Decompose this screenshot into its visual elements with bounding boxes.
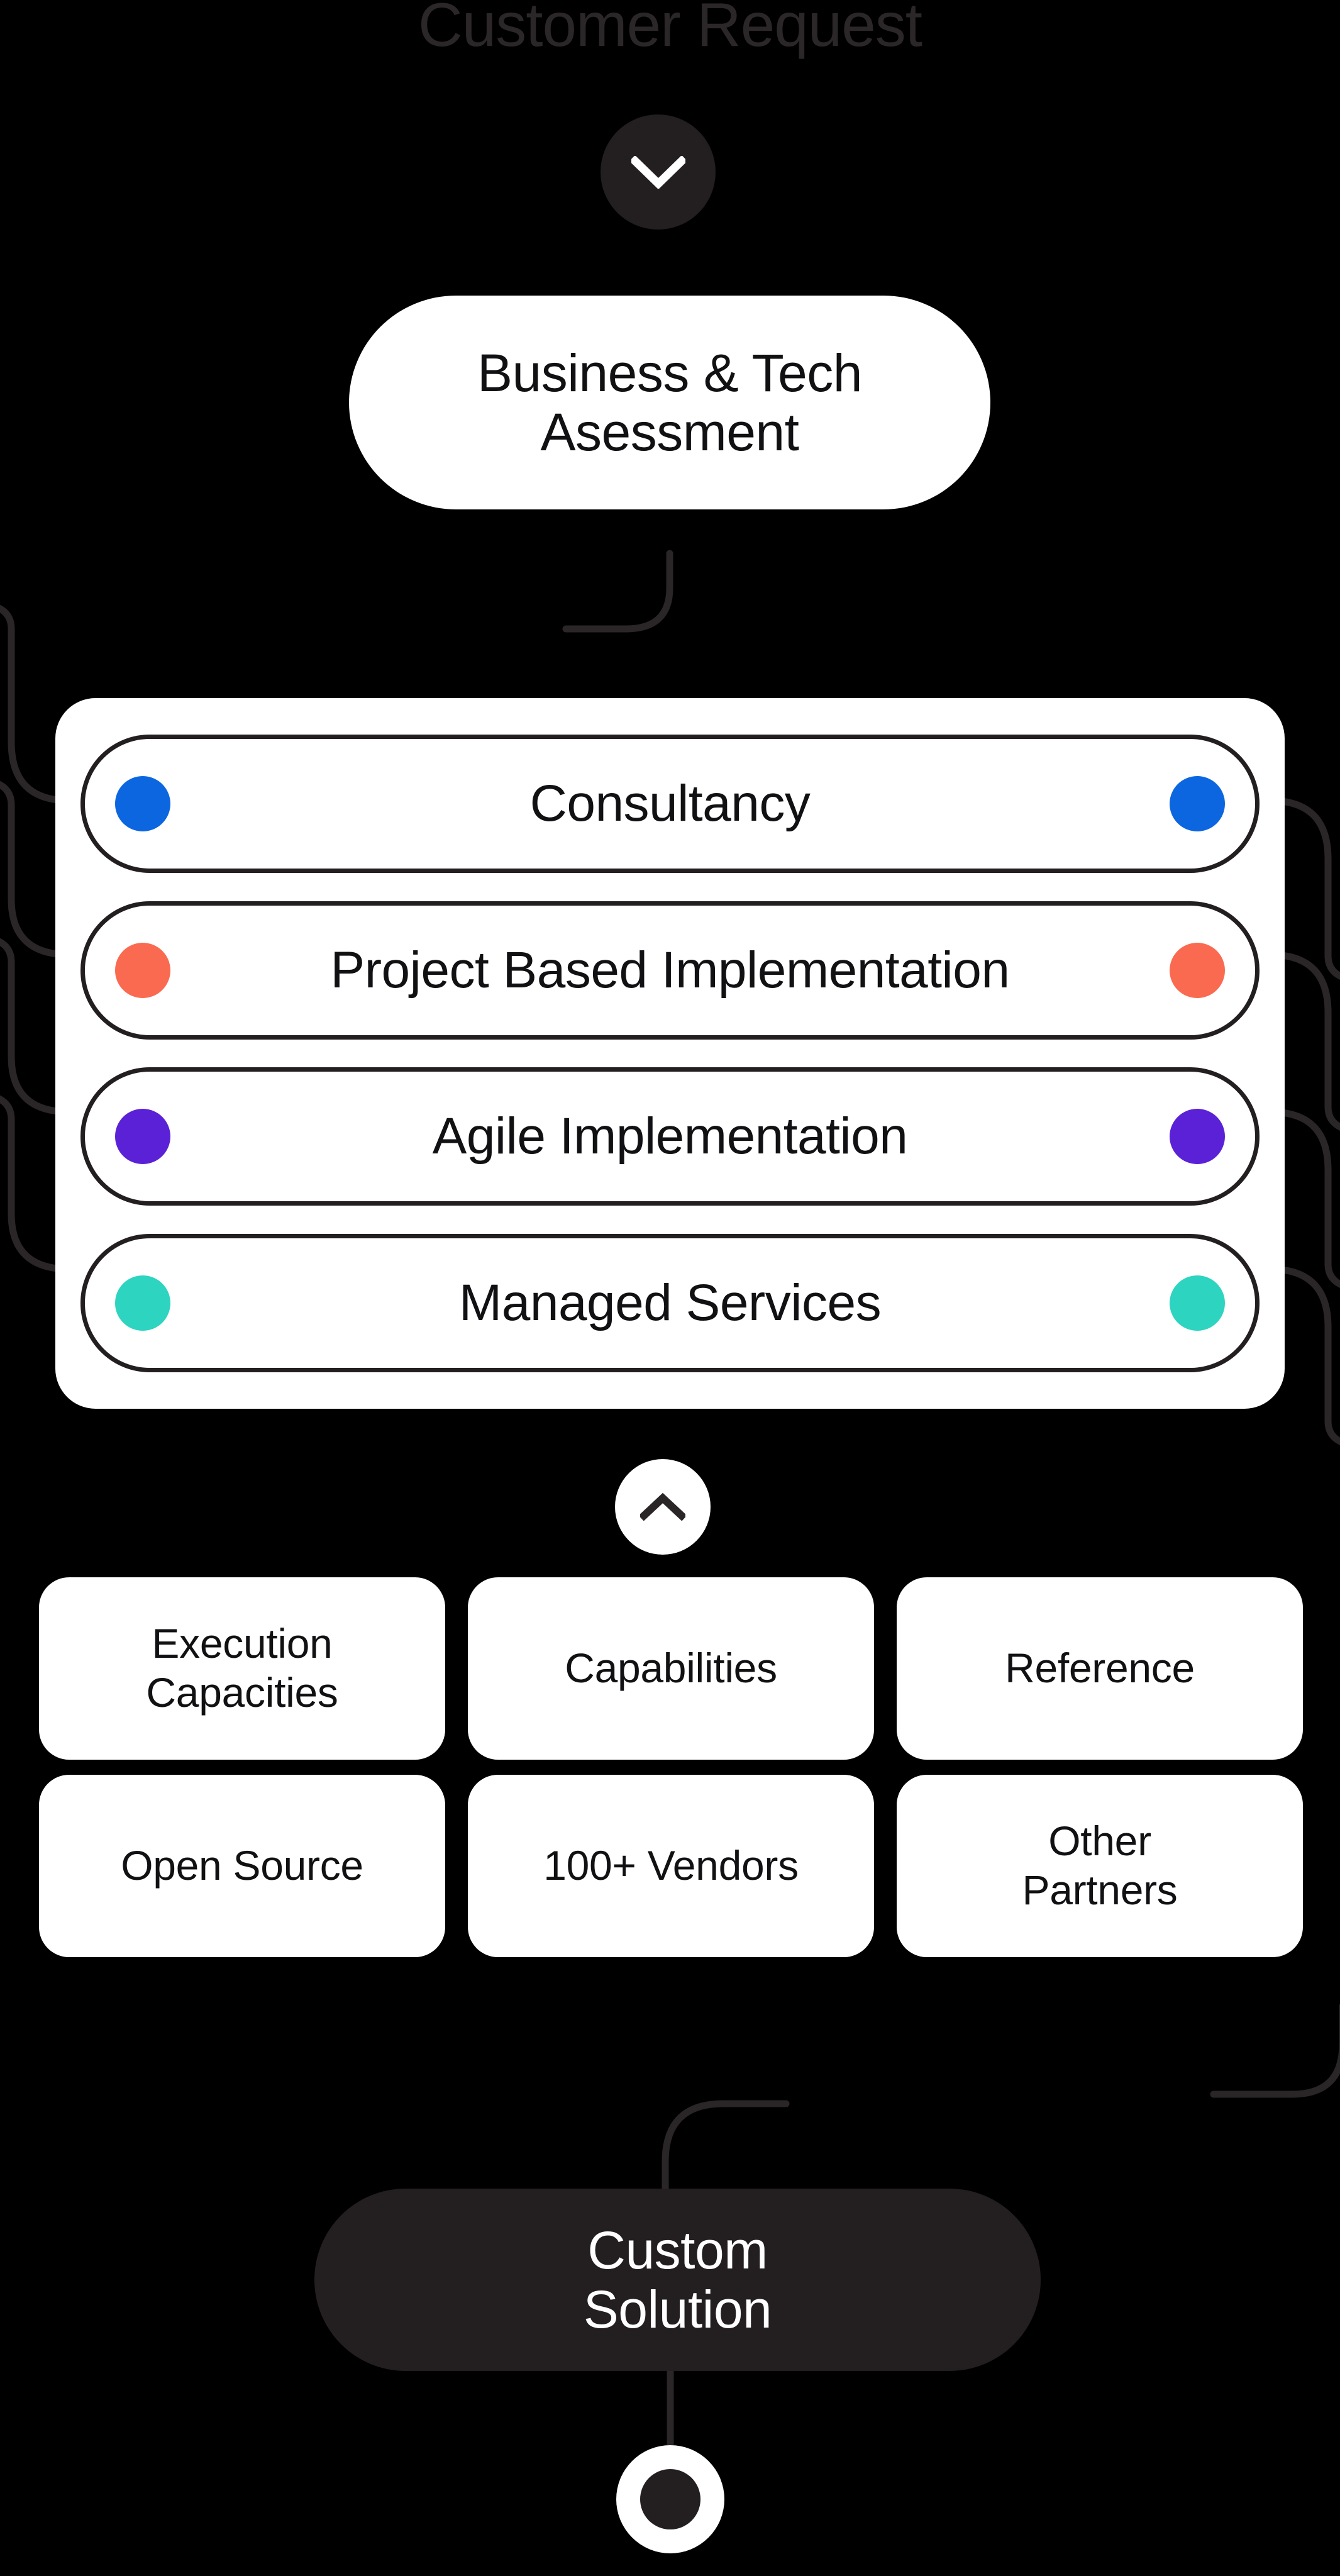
chevron-up-icon	[640, 1493, 685, 1521]
service-dot-left-project-based-implementation	[115, 942, 170, 998]
tile-open-source[interactable]: Open Source	[39, 1775, 445, 1957]
service-dot-right-consultancy	[1170, 776, 1225, 831]
service-row-agile-implementation[interactable]: Agile Implementation	[80, 1067, 1260, 1206]
custom-solution-node[interactable]: Custom Solution	[314, 2189, 1041, 2371]
tile-label-100-plus-vendors: 100+ Vendors	[543, 1842, 799, 1889]
chevron-down-icon	[631, 155, 685, 189]
service-row-consultancy[interactable]: Consultancy	[80, 735, 1260, 873]
wire-assessment-to-services	[562, 550, 673, 633]
service-label-agile-implementation: Agile Implementation	[432, 1108, 908, 1165]
collapse-up-button[interactable]	[615, 1459, 711, 1555]
assessment-node[interactable]: Business & Tech Asessment	[349, 296, 990, 509]
service-dot-right-managed-services	[1170, 1275, 1225, 1331]
collapse-down-button[interactable]	[601, 114, 716, 230]
assessment-label: Business & Tech Asessment	[440, 343, 900, 462]
tile-label-reference: Reference	[1005, 1645, 1195, 1692]
service-row-project-based-implementation[interactable]: Project Based Implementation	[80, 901, 1260, 1040]
service-dot-right-project-based-implementation	[1170, 942, 1225, 998]
record-dot-inner	[640, 2469, 700, 2529]
custom-solution-line2: Solution	[583, 2280, 772, 2339]
page-title: Customer Request	[418, 0, 922, 59]
custom-solution-label: Custom Solution	[584, 2221, 772, 2339]
service-dot-left-agile-implementation	[115, 1109, 170, 1165]
record-dot-icon[interactable]	[616, 2445, 724, 2553]
service-dot-left-consultancy	[115, 776, 170, 831]
wire-tiles-to-outcome	[662, 2100, 790, 2202]
assessment-line1: Business & Tech	[477, 343, 862, 402]
service-label-consultancy: Consultancy	[529, 775, 811, 832]
service-label-managed-services: Managed Services	[458, 1274, 882, 1331]
wire-tiles-right-down	[1210, 2004, 1340, 2098]
service-dot-right-agile-implementation	[1170, 1109, 1225, 1165]
service-dot-left-managed-services	[115, 1275, 170, 1331]
assessment-line2: Asessment	[540, 402, 800, 462]
tile-label-open-source: Open Source	[121, 1842, 363, 1889]
tile-capabilities[interactable]: Capabilities	[468, 1577, 874, 1760]
tile-100-plus-vendors[interactable]: 100+ Vendors	[468, 1775, 874, 1957]
service-row-managed-services[interactable]: Managed Services	[80, 1233, 1260, 1372]
service-label-project-based-implementation: Project Based Implementation	[330, 941, 1010, 999]
custom-solution-line1: Custom	[587, 2220, 768, 2280]
service-options-card: Consultancy Project Based Implementation…	[55, 698, 1285, 1409]
tile-label-capabilities: Capabilities	[565, 1645, 777, 1692]
tile-reference[interactable]: Reference	[897, 1577, 1303, 1760]
